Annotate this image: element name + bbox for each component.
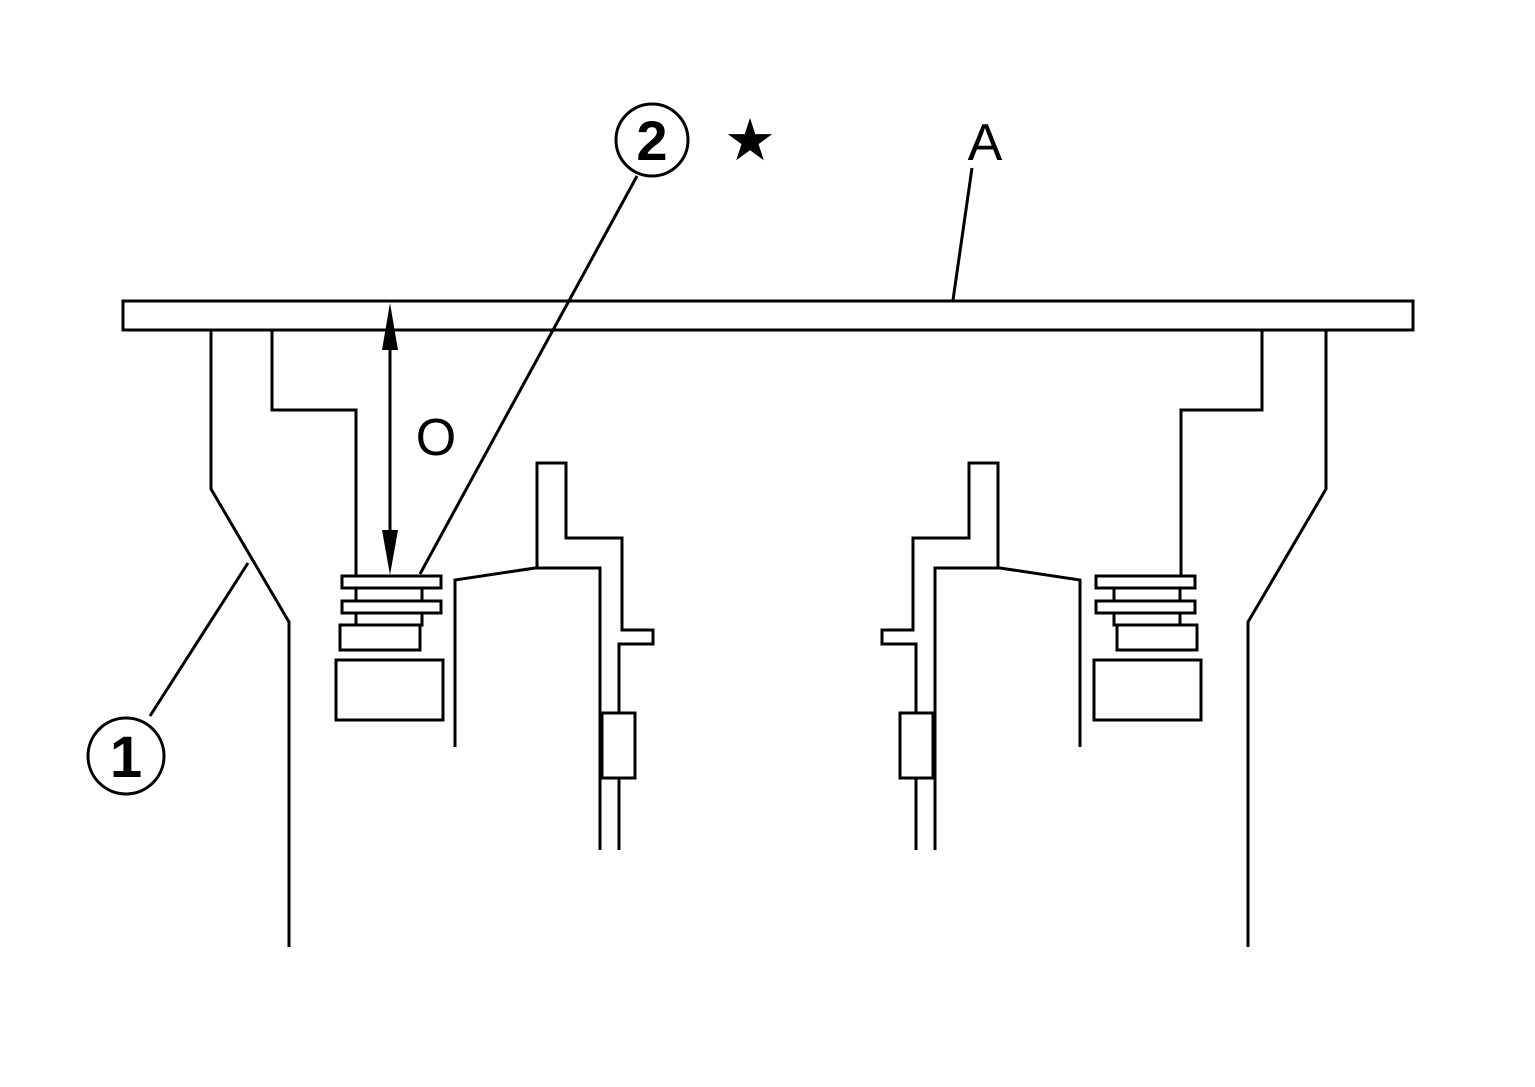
shaft-left [535,461,655,850]
inner-step-left [270,331,358,576]
housing-wall-left [209,331,291,947]
clutch-piston [1092,658,1203,722]
straightedge [121,299,1415,332]
inner-step-right [1179,331,1264,576]
straightedge-leader-line [951,167,974,301]
callout-2-number: 2 [636,109,667,172]
shaft-block-left [600,711,637,780]
straightedge-label: A [968,114,1003,172]
clutch-pack-right [1092,574,1203,722]
callout-2-circle [614,102,690,178]
clutch-plate [340,599,443,615]
dimension-arrow [382,303,398,575]
arrowhead-up-icon [382,303,398,350]
clutch-plate [354,586,424,603]
clutch-plate [1115,623,1199,652]
callout-1-circle [86,716,166,796]
callout-1-leader-line [148,562,250,717]
shaft-block-right [898,711,935,780]
clutch-plate [1112,586,1182,603]
clutch-piston [334,658,445,722]
shaft-right [880,461,1000,850]
clutch-plate [340,574,443,590]
clutch-pack-left [334,574,445,722]
clutch-plate [354,611,424,627]
clutch-plate [338,623,422,652]
housing-wall-right [1246,331,1328,947]
callout-2-leader-line [418,175,639,575]
clutch-plate [1094,599,1197,615]
hub-drum-left [453,566,602,850]
hub-drum-right [933,566,1082,850]
clutch-plate [1112,611,1182,627]
callout-1-number: 1 [110,725,142,790]
star-icon: ★ [724,108,776,173]
arrowhead-down-icon [382,530,398,575]
dimension-label: O [416,409,456,467]
clutch-plate [1094,574,1197,590]
